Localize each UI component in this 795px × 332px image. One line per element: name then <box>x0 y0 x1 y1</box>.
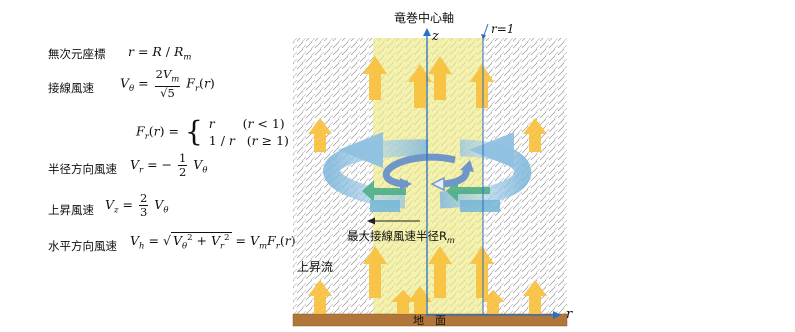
eq-label-radial: 半径方向風速 <box>48 162 117 176</box>
ground-strip <box>293 314 567 326</box>
eq-horizontal: Vh = √Vθ2 + Vr2 = VmFr(r) <box>130 232 296 252</box>
r-axis-label: r <box>566 307 573 322</box>
inner-rotation-flow <box>382 153 474 192</box>
eq-label-horizontal: 水平方向風速 <box>48 239 117 253</box>
radius-indicator-arrowhead <box>367 217 375 225</box>
eq-label-tangential: 接線風速 <box>48 81 94 95</box>
updraft-arrows <box>308 56 547 314</box>
eq-label-updraft: 上昇風速 <box>48 203 94 217</box>
tornado-axis-label: 竜巻中心軸 <box>394 10 454 25</box>
eq-profile-function: Fr(r) = { r (r < 1) 1 / r (r ≥ 1) <box>136 115 289 148</box>
eq-tangential: Vθ = 2Vm√5 Fr(r) <box>120 67 215 101</box>
eq-label-dimensionless: 無次元座標 <box>48 47 106 61</box>
outer-rotation-flow <box>323 132 532 209</box>
updraft-label: 上昇流 <box>297 260 333 274</box>
r1-label: r=1 <box>491 22 514 36</box>
max-radius-label: 最大接線風速半径Rm <box>347 229 455 245</box>
inflow-arrows <box>362 180 490 202</box>
r-axis-arrowhead <box>553 311 561 319</box>
inflow-arrows-lower <box>370 200 500 212</box>
z-axis-arrowhead <box>423 28 431 36</box>
ground-label: 地 面 <box>413 314 446 327</box>
z-axis-label: z <box>431 29 439 44</box>
eq-dimensionless: r = R / Rm <box>128 44 192 63</box>
